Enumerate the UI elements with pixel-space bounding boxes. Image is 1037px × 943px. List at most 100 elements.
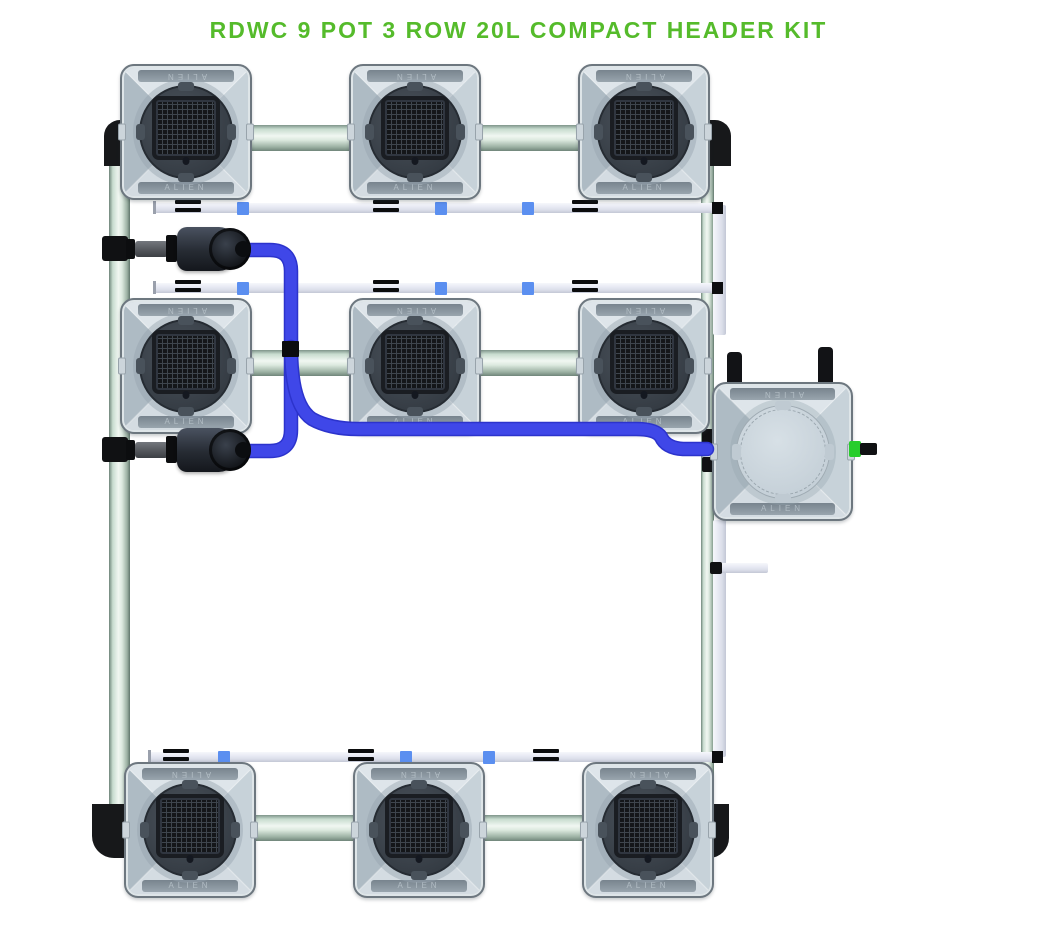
pot-rim: ALIEN (138, 416, 234, 428)
net-pot-mesh (614, 100, 674, 157)
lid-tab (178, 407, 194, 416)
pot-rim: ALIEN (596, 182, 692, 194)
pipe-connector-blue (522, 202, 534, 215)
lid-tab (407, 82, 423, 91)
pipe-connector-blue (237, 282, 249, 295)
page-title: RDWC 9 POT 3 ROW 20L COMPACT HEADER KIT (209, 17, 828, 44)
lid-tab (640, 871, 656, 880)
lid-tab (369, 822, 378, 838)
brand-label: ALIEN (622, 72, 666, 81)
net-pot-lid (598, 780, 698, 880)
net-pot-lid (136, 316, 236, 416)
pot-side-tab (118, 123, 126, 141)
lid-plug (411, 157, 419, 165)
pot-side-tab (246, 123, 254, 141)
pot-rim: ALIEN (367, 416, 463, 428)
return-pipe-cap (712, 202, 723, 214)
pipe-clamp (373, 280, 399, 284)
pot-rim: ALIEN (596, 416, 692, 428)
pipe-clamp (175, 200, 201, 204)
pump-collar (166, 436, 177, 463)
lid-tab (636, 173, 652, 182)
pipe-clamp (163, 749, 189, 753)
brand-label: ALIEN (164, 417, 208, 426)
stub-fitting (710, 562, 722, 574)
pot-side-tab (246, 357, 254, 375)
pot-side-tab (710, 443, 718, 460)
pipe-connector-blue (218, 751, 230, 764)
lid-tab (685, 124, 694, 140)
lid-tab (456, 358, 465, 374)
pot-rim: ALIEN (596, 70, 692, 82)
lid-tab (636, 82, 652, 91)
pot-side-tab (580, 821, 588, 839)
pot-side-tab (704, 123, 712, 141)
lid-plug (182, 157, 190, 165)
grow-pot: ALIEN ALIEN (347, 298, 483, 434)
pump-collar (166, 235, 177, 262)
lid-tab (178, 173, 194, 182)
pipe-clamp (572, 200, 598, 204)
brand-label: ALIEN (626, 881, 670, 890)
pot-side-tab (118, 357, 126, 375)
pipe-clamp (572, 288, 598, 292)
lid-tab (689, 822, 698, 838)
lid-tab (407, 407, 423, 416)
brand-label: ALIEN (397, 881, 441, 890)
pump-outlet (235, 241, 251, 257)
brand-label: ALIEN (397, 770, 441, 779)
header-port (818, 347, 833, 384)
brand-label: ALIEN (622, 306, 666, 315)
lid-tab (636, 407, 652, 416)
return-pipe-cap (712, 282, 723, 294)
pot-rim: ALIEN (138, 182, 234, 194)
grow-pot: ALIEN ALIEN (118, 298, 254, 434)
tube-clip (282, 341, 299, 357)
lid-tab (774, 400, 791, 410)
net-pot-lid (365, 82, 465, 182)
header-outlet-valve (849, 441, 861, 457)
net-pot-mesh (156, 334, 216, 391)
net-pot-mesh (618, 798, 678, 855)
return-pipe-right-lower (713, 520, 726, 757)
pipe-clamp (572, 208, 598, 212)
lid-tab (231, 822, 240, 838)
pot-rim: ALIEN (730, 388, 835, 400)
lid-tab (460, 822, 469, 838)
pot-side-tab (351, 821, 359, 839)
pipe-clamp (533, 757, 559, 761)
lid-tab (824, 443, 834, 460)
return-pipe-bottom (150, 752, 723, 762)
return-pipe-cap (712, 751, 723, 763)
net-pot-mesh (614, 334, 674, 391)
brand-label: ALIEN (164, 183, 208, 192)
brand-label: ALIEN (393, 72, 437, 81)
lid-tab (594, 124, 603, 140)
pipe-connector-blue (435, 282, 447, 295)
brand-label: ALIEN (168, 770, 212, 779)
lid-plug (640, 391, 648, 399)
grow-pot: ALIEN ALIEN (576, 298, 712, 434)
pipe-connector-blue (483, 751, 495, 764)
header-tank-lid (731, 400, 834, 503)
net-pot-mesh (385, 334, 445, 391)
brand-label: ALIEN (622, 183, 666, 192)
lid-tab (594, 358, 603, 374)
lid-plug (182, 391, 190, 399)
pump-collar (126, 239, 135, 259)
pipe-clamp (373, 200, 399, 204)
brand-label: ALIEN (393, 306, 437, 315)
pipe-clamp (572, 280, 598, 284)
lid-tab (182, 871, 198, 880)
net-pot-lid (365, 316, 465, 416)
return-pipe-right-upper (713, 205, 726, 335)
net-pot-lid (594, 316, 694, 416)
pump-outlet (235, 442, 251, 458)
brand-label: ALIEN (164, 306, 208, 315)
pot-rim: ALIEN (367, 304, 463, 316)
net-pot-mesh (389, 798, 449, 855)
lid-tab (456, 124, 465, 140)
pipe-connector-blue (400, 751, 412, 764)
